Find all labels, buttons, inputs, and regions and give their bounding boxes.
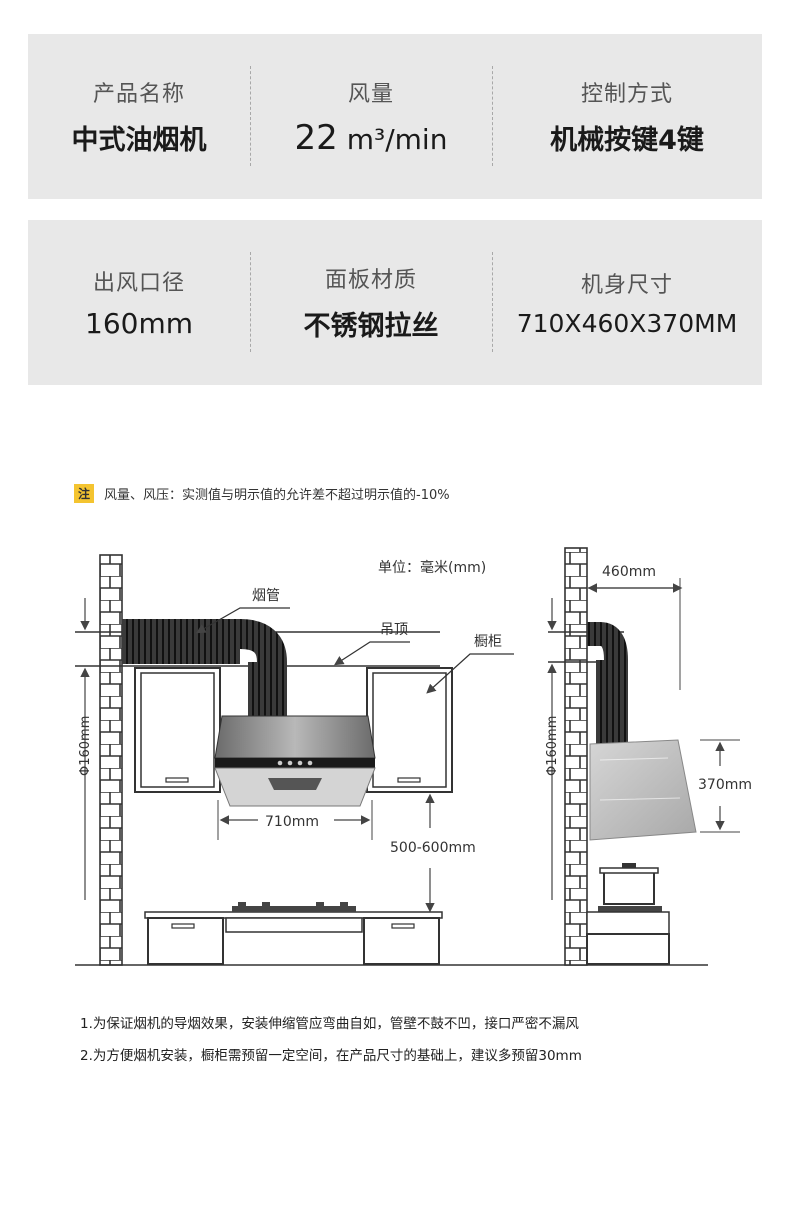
left-wall [99, 554, 123, 966]
spec-control: 控制方式 机械按键4键 [492, 34, 762, 199]
unit-label: 单位：毫米(mm) [378, 559, 486, 576]
spec-value: 22 m³/min [295, 118, 448, 158]
side-duct [596, 660, 620, 748]
note-tag: 注 [74, 484, 95, 503]
spec-label: 产品名称 [92, 82, 185, 107]
ceiling-label: 吊顶 [380, 622, 408, 638]
right-diameter-label: Φ160mm [545, 716, 560, 776]
spec-label: 控制方式 [580, 82, 673, 107]
spec-value: 不锈钢拉丝 [303, 311, 439, 342]
range-hood-panel [215, 758, 375, 768]
left-scene: 单位：毫米(mm) 烟管 吊顶 橱柜 Φ160mm 710mm 500-600m… [75, 554, 708, 966]
spec-label: 风量 [347, 81, 394, 107]
instruction-2: 2.为方便烟机安装，橱柜需预留一定空间，在产品尺寸的基础上，建议多预留30mm [80, 1048, 582, 1064]
note: 注 风量、风压：实测值与明示值的允许差不超过明示值的-10% [74, 484, 450, 503]
right-scene: 460mm Φ160mm 370mm [545, 547, 752, 966]
divider [492, 252, 493, 352]
upper-cabinet-left [134, 667, 221, 793]
height-range-label: 500-600mm [390, 840, 476, 856]
lower-cabinet-right [363, 917, 440, 965]
spec-panel-material: 面板材质 不锈钢拉丝 [250, 220, 492, 385]
spec-label: 机身尺寸 [580, 273, 673, 298]
left-diameter-label: Φ160mm [78, 716, 93, 776]
right-wall [564, 547, 588, 966]
airflow-unit: m³/min [346, 122, 448, 156]
spec-value: 160mm [85, 307, 193, 340]
spec-panel-row-2: 出风口径 160mm 面板材质 不锈钢拉丝 机身尺寸 710X460X370MM [28, 220, 762, 385]
upper-cabinet-right [366, 667, 453, 793]
spec-value: 机械按键4键 [550, 125, 704, 156]
side-range-hood [589, 739, 697, 841]
pot [603, 871, 655, 905]
stove [232, 906, 356, 912]
duct-horizontal [122, 634, 240, 664]
spec-value: 中式油烟机 [71, 125, 207, 156]
cabinet-label: 橱柜 [474, 634, 502, 650]
lower-cabinet-left [147, 917, 224, 965]
spec-value: 710X460X370MM [516, 309, 738, 338]
body-height-label: 370mm [698, 777, 752, 793]
width-label: 710mm [265, 814, 319, 830]
range-hood-top [214, 715, 376, 759]
duct-pipe [122, 619, 287, 722]
duct-label: 烟管 [252, 588, 280, 604]
spec-product-name: 产品名称 中式油烟机 [28, 34, 250, 199]
divider [250, 252, 251, 352]
spec-outlet-diameter: 出风口径 160mm [28, 220, 250, 385]
duct-vertical [248, 662, 276, 722]
side-counter [586, 911, 670, 935]
installation-diagram: 单位：毫米(mm) 烟管 吊顶 橱柜 Φ160mm 710mm 500-600m… [75, 547, 752, 966]
note-text: 风量、风压：实测值与明示值的允许差不超过明示值的-10% [104, 488, 450, 503]
spec-label: 出风口径 [92, 271, 185, 296]
spec-airflow: 风量 22 m³/min [250, 34, 492, 199]
instruction-1: 1.为保证烟机的导烟效果，安装伸缩管应弯曲自如，管壁不鼓不凹，接口严密不漏风 [80, 1016, 579, 1032]
spec-panel-row-1: 产品名称 中式油烟机 风量 22 m³/min 控制方式 机械按键4键 [28, 34, 762, 199]
spec-body-size: 机身尺寸 710X460X370MM [492, 220, 762, 385]
divider [250, 66, 251, 166]
divider [492, 66, 493, 166]
airflow-number: 22 [294, 117, 338, 158]
depth-label: 460mm [602, 564, 656, 580]
spec-label: 面板材质 [324, 268, 417, 293]
